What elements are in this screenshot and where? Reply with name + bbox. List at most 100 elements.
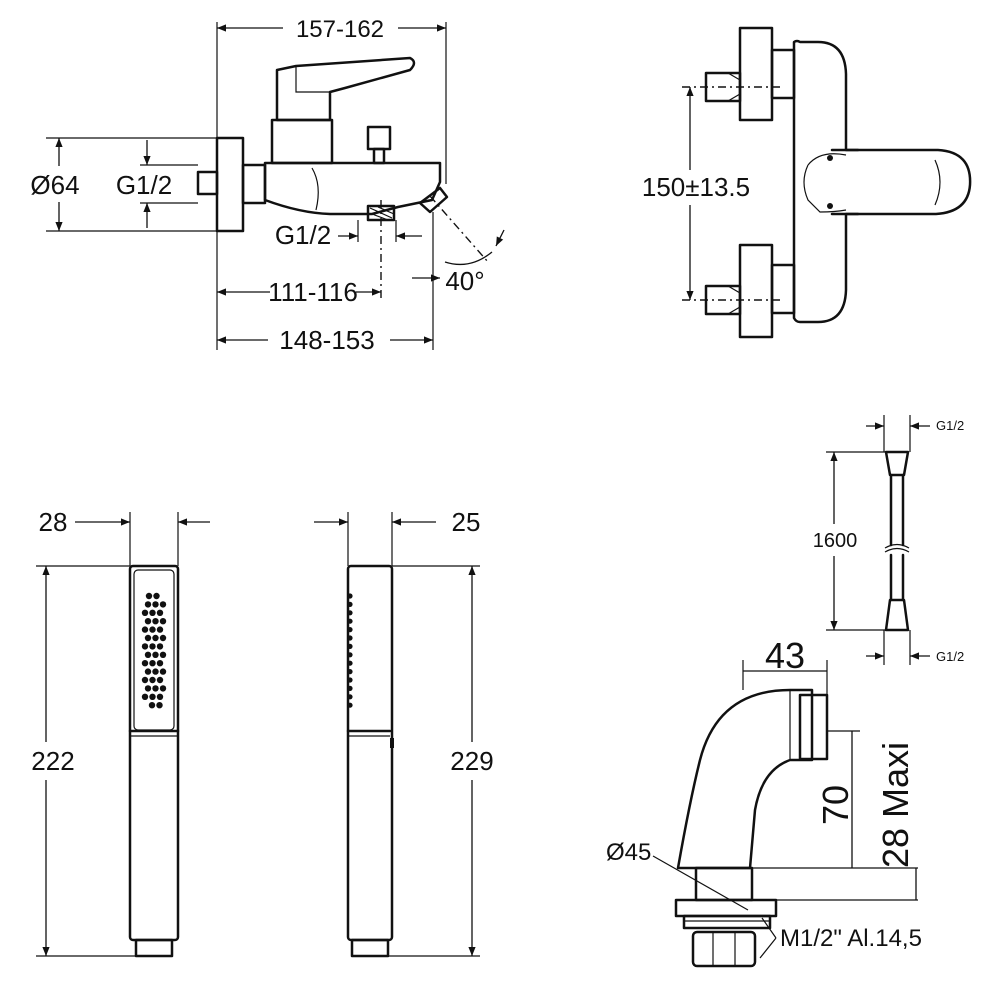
nozzle-dot xyxy=(152,685,159,692)
dim-shower-depth: 25 xyxy=(452,507,481,537)
dim-hose-bottom-thread: G1/2 xyxy=(936,649,964,664)
nozzle-dot xyxy=(152,618,159,625)
dim-shower-side-height: 229 xyxy=(450,746,493,776)
dim-to-outlet: 111-116 xyxy=(268,277,358,307)
dim-outlet-thread: G1/2 xyxy=(275,220,331,250)
nozzle-dot xyxy=(159,634,167,642)
cartridge-housing xyxy=(270,118,334,165)
dim-eccentric-projection: 43 xyxy=(765,635,805,676)
dim-eccentric-thread: M1/2" Al.14,5 xyxy=(780,925,922,952)
nozzle-dot xyxy=(347,627,353,633)
nozzle-dot xyxy=(347,694,353,700)
nozzle-dot xyxy=(152,634,159,642)
nozzle-dot xyxy=(156,702,163,709)
dim-to-spout: 148-153 xyxy=(279,325,374,355)
nozzle-dot xyxy=(149,643,156,650)
hand-shower-profile xyxy=(346,564,394,942)
dim-shower-height: 222 xyxy=(31,746,74,776)
nozzle-dot xyxy=(149,693,156,700)
hose-top-nut xyxy=(884,450,910,477)
nozzle-dot xyxy=(144,601,152,608)
nozzle-dot xyxy=(141,693,149,700)
mixer-side-view: 157-162 Ø64 G1/2 G1/2 40° 111-116 148-15… xyxy=(30,16,505,355)
nozzle-dot xyxy=(156,676,164,684)
nozzle-dot xyxy=(347,702,353,708)
nozzle-dot xyxy=(144,651,152,658)
hand-shower-connector xyxy=(134,938,174,958)
dim-eccentric-adjust: 28 Maxi xyxy=(875,742,916,868)
dim-inlet-thread: G1/2 xyxy=(116,170,172,200)
lock-nut xyxy=(674,898,778,918)
nozzle-dot xyxy=(141,643,149,650)
nozzle-dot xyxy=(156,660,164,667)
nozzle-dot xyxy=(156,643,164,650)
dim-body-diameter: Ø64 xyxy=(30,170,79,200)
nozzle-dot xyxy=(156,609,164,616)
lower-flange xyxy=(738,243,774,339)
nozzle-dot xyxy=(347,669,353,675)
nozzle-dot xyxy=(152,651,159,658)
hand-shower-profile-connector xyxy=(350,938,390,958)
eccentric-outlet xyxy=(798,693,829,761)
dim-center-distance: 150±13.5 xyxy=(642,172,750,202)
shower-hose: G1/2 1600 G1/2 xyxy=(813,415,964,665)
mixer-body xyxy=(263,161,442,216)
hand-shower-front-view: 28 222 xyxy=(31,507,210,958)
dim-overall-width: 157-162 xyxy=(296,16,384,43)
eccentric-cover xyxy=(676,688,814,870)
upper-flange xyxy=(738,26,774,122)
wall-flange xyxy=(215,136,245,233)
nozzle-dot xyxy=(144,668,152,675)
nozzle-dot xyxy=(153,592,160,600)
nozzle-dot xyxy=(149,660,156,667)
dim-hose-top-thread: G1/2 xyxy=(936,418,964,433)
nozzle-dot xyxy=(347,593,353,599)
spout-tip xyxy=(418,186,449,214)
nozzle-dot xyxy=(156,626,164,633)
dim-cover-diameter: Ø45 xyxy=(606,839,651,866)
nozzle-dot xyxy=(347,677,353,683)
nozzle-dot xyxy=(347,610,353,616)
nozzle-dot xyxy=(159,685,167,692)
inlet-nipple xyxy=(196,170,219,196)
diverter-knob xyxy=(366,125,392,151)
dim-eccentric-height: 70 xyxy=(815,785,856,825)
nozzle-dot xyxy=(159,601,167,608)
nozzle-dot xyxy=(159,618,167,625)
nozzle-dot xyxy=(347,685,353,692)
nozzle-dot xyxy=(156,693,164,700)
nozzle-dot xyxy=(141,626,149,633)
dim-shower-width: 28 xyxy=(39,507,68,537)
nozzle-dot xyxy=(347,601,353,608)
nozzle-dot xyxy=(144,618,152,625)
nozzle-dot xyxy=(141,660,149,667)
nozzle-dot xyxy=(347,652,353,658)
nozzle-dot xyxy=(159,651,167,658)
nozzle-dot xyxy=(347,643,353,650)
dim-hose-length: 1600 xyxy=(813,530,858,552)
nozzle-dot xyxy=(159,668,167,675)
eccentric-union: 43 70 28 Maxi Ø45 M1/2" Al.14,5 xyxy=(606,635,922,968)
hose-bottom-nut xyxy=(884,598,910,632)
nozzle-dot xyxy=(149,626,156,633)
spray-face-profile xyxy=(347,593,353,708)
nozzle-dot xyxy=(144,685,152,692)
flange-connector xyxy=(241,163,267,205)
nozzle-dot xyxy=(152,668,159,675)
nozzle-dot xyxy=(152,601,159,608)
nozzle-dot xyxy=(347,635,353,641)
nozzle-dot xyxy=(149,676,156,684)
nozzle-dot xyxy=(347,618,353,624)
nozzle-dot xyxy=(141,609,149,616)
nozzle-dot xyxy=(144,634,152,642)
lever-handle xyxy=(275,56,416,122)
dim-spout-angle: 40° xyxy=(445,266,484,296)
nozzle-dot xyxy=(347,660,353,666)
hand-shower-side-view: 25 229 xyxy=(314,507,494,958)
spray-nozzles xyxy=(141,592,167,709)
nozzle-dot xyxy=(148,702,156,709)
mixer-body-top xyxy=(792,39,972,324)
nozzle-dot xyxy=(141,676,149,684)
nozzle-dot xyxy=(149,609,156,616)
